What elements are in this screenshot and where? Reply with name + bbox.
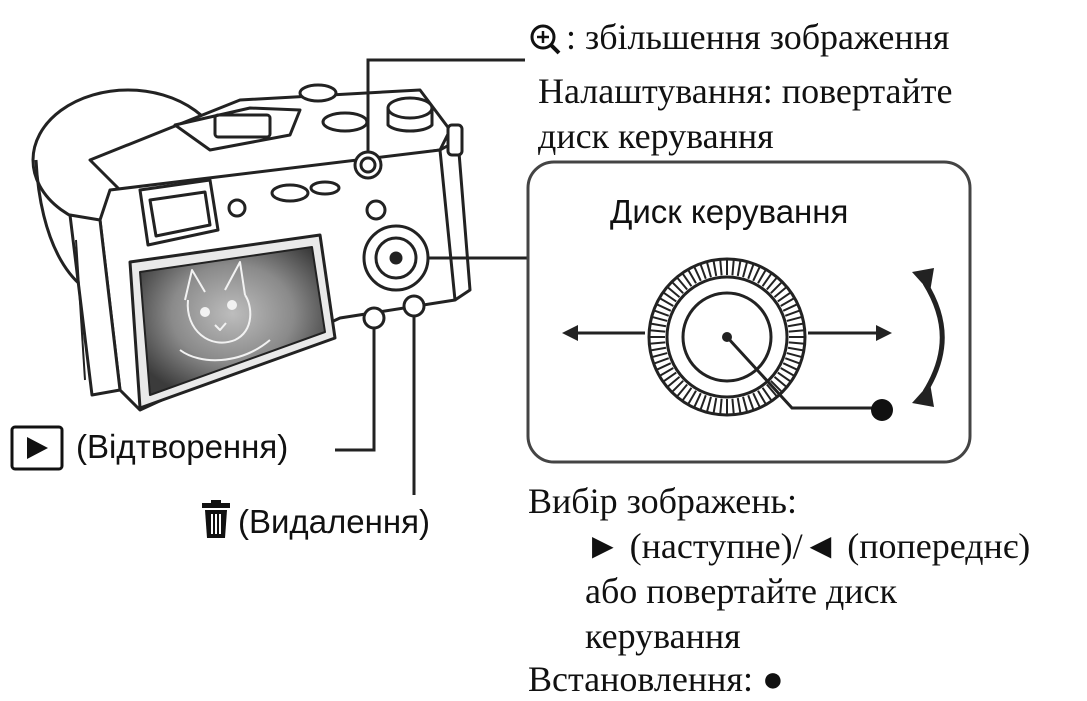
playback-leader (335, 328, 374, 450)
zoom-setting-line-2: диск керування (538, 118, 774, 154)
panel-title: Диск керування (610, 195, 848, 228)
camera-illustration (33, 85, 470, 410)
play-button-icon (12, 427, 62, 469)
zoom-label: : збільшення зображення (566, 19, 949, 55)
wheel-knurl-tick (720, 259, 721, 275)
top-button (323, 113, 367, 131)
fn-button (229, 200, 245, 216)
zoom-button (355, 152, 381, 178)
selection-title: Вибір зображень: (528, 483, 797, 519)
delete-label: (Видалення) (238, 505, 430, 538)
delete-button (404, 296, 424, 316)
wheel-knurl-tick (789, 342, 805, 343)
selection-next-prev: ► (наступне)/◄ (попереднє) (585, 528, 1030, 564)
wheel-knurl-tick (720, 399, 721, 415)
c-button (272, 185, 308, 201)
zoom-setting-line: Налаштування: повертайте (538, 73, 953, 109)
magnifier-plus-icon (532, 26, 559, 53)
selection-rotate: або повертайте диск (585, 573, 897, 609)
set-label: Встановлення: ● (528, 661, 784, 697)
menu-button (367, 201, 385, 219)
playback-button (364, 308, 384, 328)
wheel-knurl-tick (649, 330, 665, 331)
wheel-knurl-tick (732, 399, 733, 415)
top-dial-small (300, 85, 336, 101)
trash-can-icon (202, 500, 230, 538)
wheel-knurl-tick (732, 259, 733, 275)
top-dial-large (388, 98, 432, 118)
selection-rotate-2: керування (585, 618, 741, 654)
set-dot (871, 399, 893, 421)
wheel-knurl-tick (649, 342, 665, 343)
playback-label: (Відтворення) (76, 430, 288, 463)
wheel-knurl-tick (789, 330, 805, 331)
